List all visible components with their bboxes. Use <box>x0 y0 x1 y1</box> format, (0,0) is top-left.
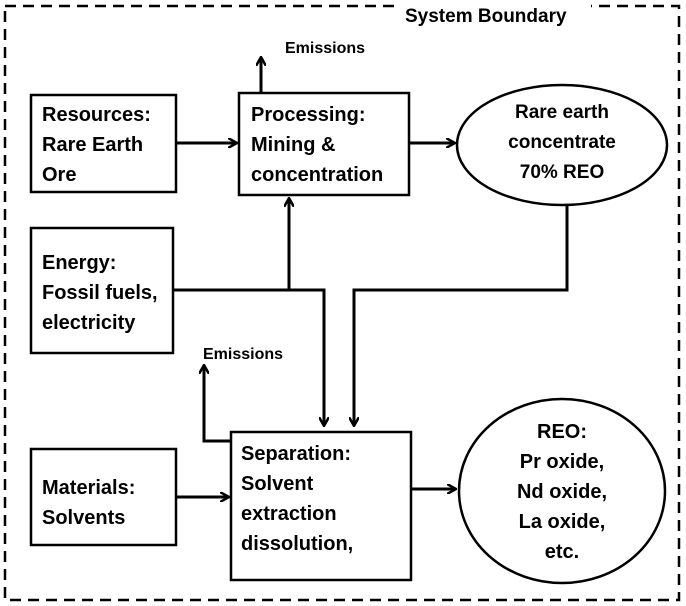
concentrate-node: Rare earth concentrate 70% REO <box>455 83 669 207</box>
energy-line-2: Fossil fuels, <box>42 282 158 304</box>
concentrate-line-2: concentrate <box>508 132 616 153</box>
system-boundary-label-bg <box>398 0 591 28</box>
energy-node: Energy: Fossil fuels, electricity <box>29 226 175 355</box>
processing-line-1: Processing: <box>251 104 365 126</box>
processing-node: Processing: Mining & concentration <box>237 91 411 197</box>
processing-line-3: concentration <box>251 164 383 186</box>
resources-line-2: Rare Earth <box>42 134 143 156</box>
resources-line-3: Ore <box>42 164 76 186</box>
arrow-concentrate-to-separation <box>354 205 569 425</box>
reo-line-1: REO: <box>537 421 587 443</box>
separation-line-4: dissolution, <box>241 533 353 555</box>
reo-node: REO: Pr oxide, Nd oxide, La oxide, etc. <box>457 397 667 585</box>
system-boundary <box>3 4 681 602</box>
concentrate-line-3: 70% REO <box>520 162 604 183</box>
energy-line-1: Energy: <box>42 252 116 274</box>
processing-line-2: Mining & <box>251 134 335 156</box>
reo-line-2: Pr oxide, <box>520 451 604 473</box>
concentrate-line-1: Rare earth <box>515 102 609 123</box>
materials-line-2: Solvents <box>42 507 125 529</box>
reo-line-5: etc. <box>545 541 579 563</box>
separation-node: Separation: Solvent extraction dissoluti… <box>229 430 413 582</box>
materials-line-1: Materials: <box>42 477 135 499</box>
energy-line-3: electricity <box>42 312 136 334</box>
materials-node: Materials: Solvents <box>29 447 178 547</box>
resources-line-1: Resources: <box>42 104 151 126</box>
system-boundary-label: System Boundary <box>405 6 567 27</box>
reo-line-4: La oxide, <box>519 511 606 533</box>
arrow-separation-to-emissions <box>204 366 231 443</box>
emissions-label-top: Emissions <box>285 40 365 57</box>
resources-node: Resources: Rare Earth Ore <box>29 93 178 194</box>
reo-line-3: Nd oxide, <box>517 481 607 503</box>
separation-line-2: Solvent <box>241 473 314 495</box>
separation-line-3: extraction <box>241 503 337 525</box>
connector-energy-main <box>173 288 324 425</box>
separation-line-1: Separation: <box>241 443 351 465</box>
emissions-label-middle: Emissions <box>203 346 283 363</box>
